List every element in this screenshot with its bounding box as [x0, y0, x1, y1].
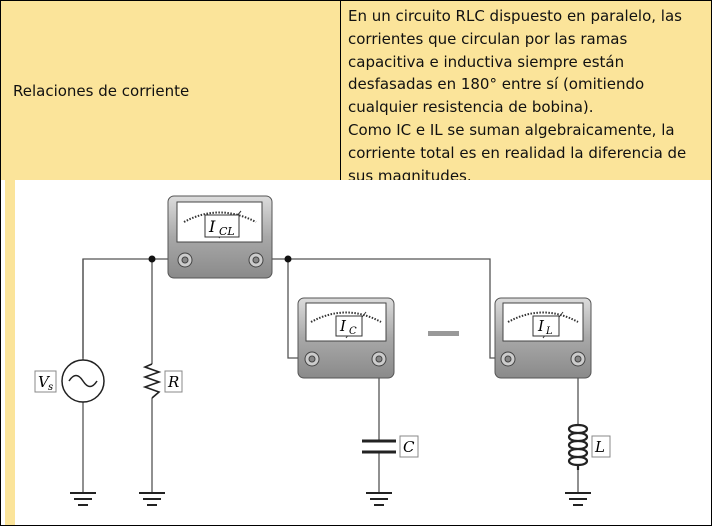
ground-symbol	[366, 492, 392, 506]
meter-label-ic: I	[339, 317, 347, 335]
resistor: R	[142, 363, 183, 399]
inductor: L	[567, 423, 611, 470]
capacitor: C	[362, 435, 419, 458]
text-row: Relaciones de corriente En un circuito R…	[0, 0, 712, 185]
source-sub: s	[48, 382, 53, 393]
capacitor-label: C	[403, 438, 415, 456]
ammeter-capacitor: I C	[297, 297, 395, 379]
inductor-label: L	[594, 438, 605, 456]
ground-symbol	[565, 492, 591, 506]
row-shading-strip	[5, 180, 15, 525]
meter-label-icl: I	[208, 217, 216, 236]
resistor-label: R	[167, 373, 179, 391]
ground-symbol	[70, 492, 96, 506]
cell-divider	[340, 1, 341, 180]
meter-label-il: I	[537, 317, 545, 335]
ac-source: V s	[34, 359, 105, 403]
source-label: V	[38, 373, 51, 391]
ammeter-inductor: I L	[494, 297, 592, 379]
row-label-cell: Relaciones de corriente	[1, 1, 340, 180]
meter-sub-il: L	[545, 326, 553, 337]
description-paragraph-1: En un circuito RLC dispuesto en paralelo…	[348, 7, 682, 117]
meter-sub-ic: C	[349, 326, 357, 337]
ground-symbol	[139, 492, 165, 506]
description-paragraph-2: Como IC e IL se suman algebraicamente, l…	[348, 120, 687, 185]
minus-sign	[428, 331, 459, 336]
junction-dot	[148, 255, 156, 263]
ammeter-total: I CL	[167, 195, 273, 279]
description-cell: En un circuito RLC dispuesto en paralelo…	[348, 5, 708, 187]
row-label: Relaciones de corriente	[13, 81, 190, 100]
junction-dot	[284, 255, 292, 263]
meter-sub-icl: CL	[219, 225, 235, 238]
